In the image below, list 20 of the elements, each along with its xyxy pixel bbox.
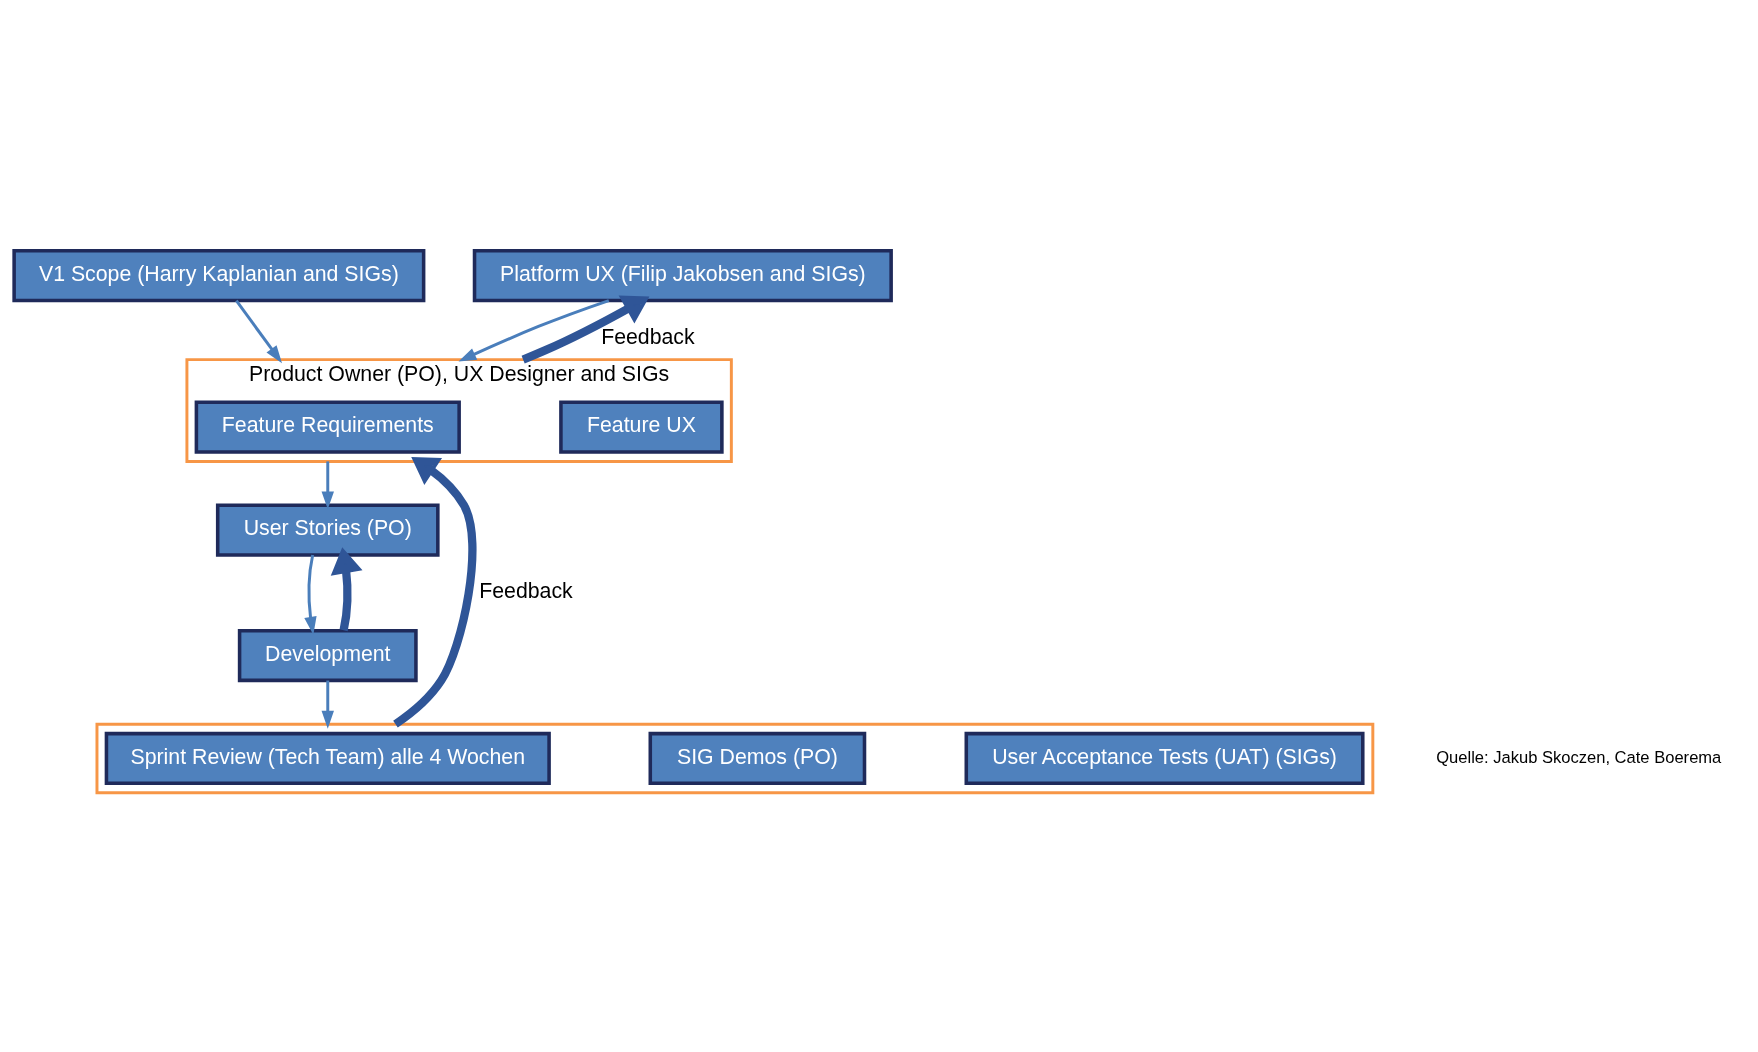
- node-box: SIG Demos (PO): [648, 731, 867, 785]
- arrow: [304, 554, 317, 635]
- arrow: [235, 299, 282, 363]
- edge-label: Feedback: [479, 578, 573, 603]
- node-box: Feature UX: [559, 399, 724, 454]
- arrow: [321, 460, 334, 509]
- node-box: User Acceptance Tests (UAT) (SIGs): [964, 731, 1365, 785]
- arrow: [458, 298, 610, 361]
- node-box: Platform UX (Filip Jakobsen and SIGs): [472, 248, 893, 302]
- arrow: [330, 546, 363, 631]
- edge-label: Feedback: [601, 324, 695, 349]
- node-box: Feature Requirements: [194, 399, 461, 454]
- arrow: [521, 294, 650, 363]
- node-box: User Stories (PO): [215, 502, 440, 557]
- node-box: V1 Scope (Harry Kaplanian and SIGs): [12, 248, 426, 302]
- arrow: [321, 680, 334, 729]
- node-box: Development: [237, 628, 418, 682]
- label: Quelle: Jakub Skoczen, Cate Boerema: [1436, 747, 1722, 767]
- cluster: [95, 722, 1375, 794]
- node-box: Sprint Review (Tech Team) alle 4 Wochen: [104, 731, 551, 785]
